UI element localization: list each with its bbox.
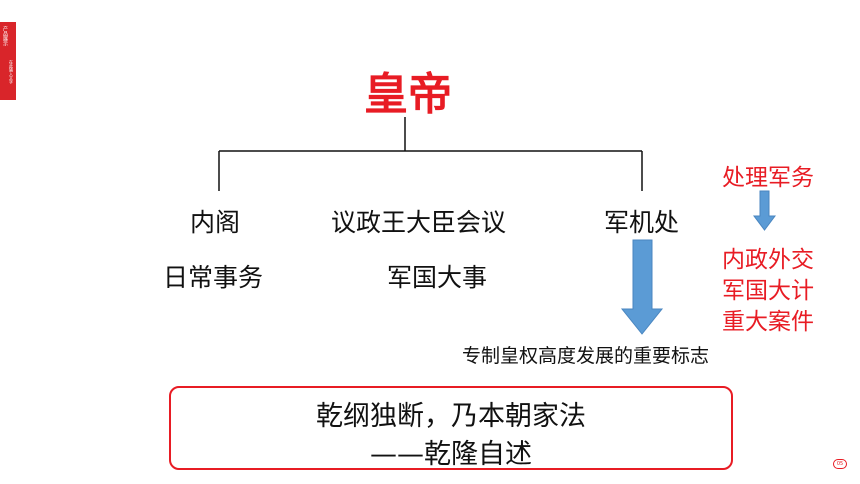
conclusion-text: 专制皇权高度发展的重要标志 — [462, 345, 710, 367]
duty-neige: 日常事务 — [163, 263, 264, 292]
duty-yizheng: 军国大事 — [387, 263, 488, 292]
arrow-down-small — [753, 190, 776, 231]
page-number: 05 — [833, 459, 847, 469]
side-tab-subtitle: 在此输入文字 — [9, 60, 14, 84]
arrow-down-large — [620, 239, 664, 335]
side-tab: 产品展示 在此输入文字 — [0, 22, 16, 100]
quote-line-1: 乾纲独断，乃本朝家法 — [316, 401, 586, 432]
root-node-emperor: 皇帝 — [364, 69, 452, 120]
note-item: 内政外交 — [722, 247, 814, 273]
quote-line-2: ——乾隆自述 — [370, 439, 532, 470]
node-neige: 内阁 — [190, 208, 241, 237]
side-tab-title: 产品展示 — [2, 26, 8, 46]
node-junjichu: 军机处 — [604, 208, 680, 237]
note-military: 处理军务 — [722, 165, 814, 191]
node-yizheng: 议政王大臣会议 — [331, 208, 507, 237]
quote-box: 乾纲独断，乃本朝家法 ——乾隆自述 — [169, 386, 733, 470]
note-item: 军国大计 — [722, 278, 814, 304]
note-item: 重大案件 — [722, 309, 814, 335]
